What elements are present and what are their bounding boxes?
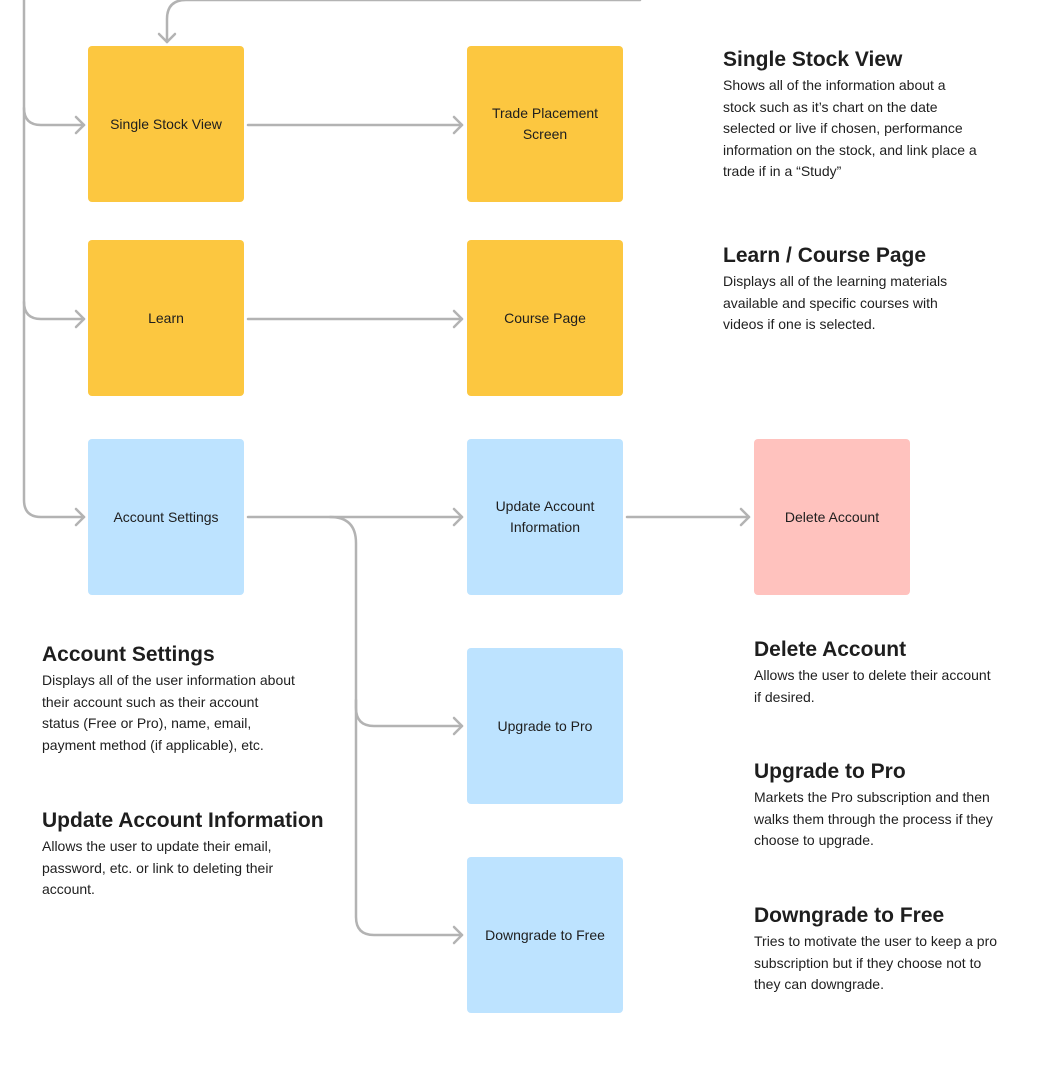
arrowhead-icon <box>739 507 751 527</box>
connector-trunk <box>22 0 86 519</box>
connector-to-single-stock-view <box>22 106 86 127</box>
note-downgrade-to-free: Downgrade to Free Tries to motivate the … <box>754 903 999 996</box>
connector-top-incoming <box>165 0 642 44</box>
node-label: Trade Placement Screen <box>491 105 599 142</box>
arrowhead-icon <box>74 309 86 329</box>
arrowhead-icon <box>157 32 177 44</box>
note-body: Markets the Pro subscription and then wa… <box>754 789 993 848</box>
note-body: Displays all of the learning materials a… <box>723 273 948 332</box>
note-single-stock-view: Single Stock View Shows all of the infor… <box>723 47 978 183</box>
note-title: Account Settings <box>42 643 215 666</box>
note-body: Allows the user to delete their account … <box>754 667 991 705</box>
note-title: Learn / Course Page <box>723 244 927 267</box>
node-upgrade-to-pro[interactable]: Upgrade to Pro <box>467 648 623 804</box>
node-label: Update Account Information <box>495 498 595 535</box>
arrowhead-icon <box>452 716 464 736</box>
node-label: Upgrade to Pro <box>497 717 593 734</box>
arrowhead-icon <box>74 115 86 135</box>
note-body: Displays all of the user information abo… <box>42 672 295 753</box>
node-label: Downgrade to Free <box>485 926 605 943</box>
connector-settings-to-upgrade <box>328 515 464 728</box>
note-account-settings: Account Settings Displays all of the use… <box>42 642 297 756</box>
node-trade-placement-screen[interactable]: Trade Placement Screen <box>467 46 623 202</box>
node-account-settings[interactable]: Account Settings <box>88 439 244 595</box>
node-label: Course Page <box>504 309 586 326</box>
node-course-page[interactable]: Course Page <box>467 240 623 396</box>
node-learn[interactable]: Learn <box>88 240 244 396</box>
note-update-account-information: Update Account Information Allows the us… <box>42 808 342 901</box>
node-downgrade-to-free[interactable]: Downgrade to Free <box>467 857 623 1013</box>
node-delete-account[interactable]: Delete Account <box>754 439 910 595</box>
connector-settings-to-downgrade <box>354 698 464 937</box>
note-title: Delete Account <box>754 638 907 661</box>
node-label: Learn <box>148 309 184 326</box>
arrowhead-icon <box>452 925 464 945</box>
note-body: Shows all of the information about a sto… <box>723 77 977 179</box>
note-learn-course-page: Learn / Course Page Displays all of the … <box>723 243 978 336</box>
node-label: Account Settings <box>113 508 219 525</box>
note-title: Upgrade to Pro <box>754 760 906 783</box>
arrowhead-icon <box>452 115 464 135</box>
note-delete-account: Delete Account Allows the user to delete… <box>754 637 994 708</box>
connector-to-learn <box>22 300 86 321</box>
arrowhead-icon <box>74 507 86 527</box>
node-label: Delete Account <box>784 508 880 525</box>
note-body: Tries to motivate the user to keep a pro… <box>754 933 998 992</box>
note-title: Single Stock View <box>723 48 903 71</box>
arrowhead-icon <box>452 309 464 329</box>
note-title: Downgrade to Free <box>754 904 945 927</box>
arrowhead-icon <box>452 507 464 527</box>
note-title: Update Account Information <box>42 809 324 832</box>
node-single-stock-view[interactable]: Single Stock View <box>88 46 244 202</box>
node-label: Single Stock View <box>110 115 222 132</box>
node-update-account-information[interactable]: Update Account Information <box>467 439 623 595</box>
note-upgrade-to-pro: Upgrade to Pro Markets the Pro subscript… <box>754 759 999 852</box>
note-body: Allows the user to update their email, p… <box>42 838 274 897</box>
